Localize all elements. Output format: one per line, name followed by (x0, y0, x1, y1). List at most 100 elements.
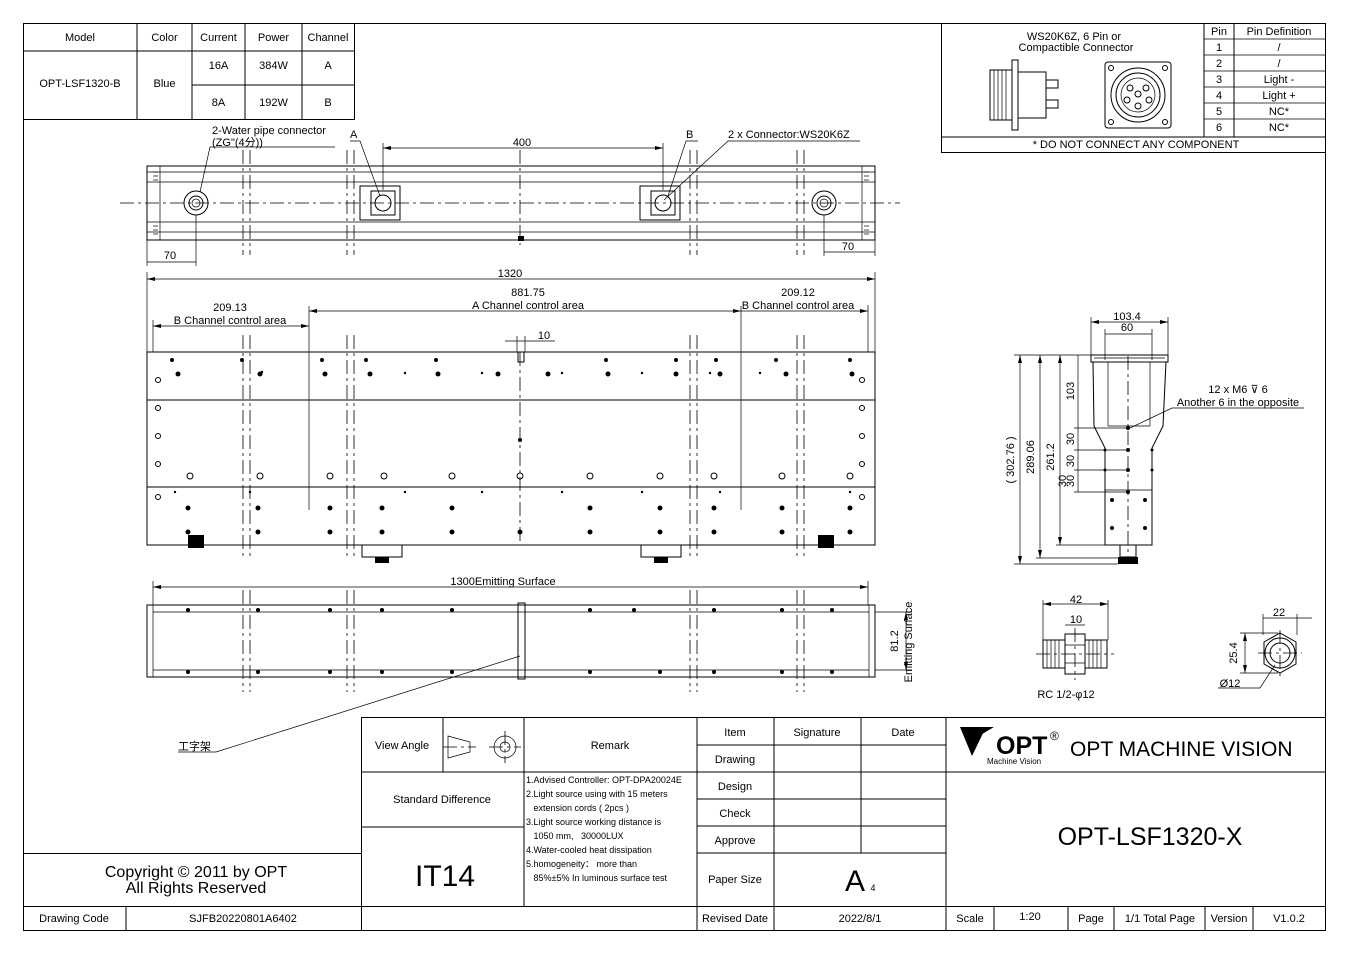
dim-10: 10 (538, 330, 550, 342)
dim-261-2: 261.2 (1045, 443, 1057, 471)
logo-sub: Machine Vision (987, 757, 1041, 766)
connector-b-icon (650, 190, 676, 216)
frame-label: 工字架 (178, 739, 211, 753)
section-label-a: A (350, 129, 358, 141)
spec-header-color: Color (151, 32, 178, 44)
remark-line-5: 1050 mm, 30000LUX (526, 831, 624, 841)
spec-current-2: 8A (212, 97, 226, 109)
dim-881-75: 881.75 (511, 287, 545, 299)
remark-line-3: extension cords ( 2pcs ) (526, 803, 629, 813)
dim-30a: 30 (1065, 433, 1077, 445)
drawing-border (23, 23, 1326, 931)
logo-reg: ® (1050, 729, 1059, 743)
dim-209-13: 209.13 (213, 302, 247, 314)
approve-label: Approve (715, 835, 756, 847)
pin-2: 2 (1216, 58, 1222, 70)
title-block: View Angle Remark Standard Difference IT… (23, 717, 1326, 931)
pin-6: 6 (1216, 122, 1222, 134)
view-angle-label: View Angle (375, 740, 429, 752)
pin-def-header: Pin Definition (1247, 26, 1312, 38)
pin-5-def: NC* (1269, 106, 1290, 118)
dim-289-06: 289.06 (1025, 440, 1037, 474)
dim-400: 400 (513, 137, 531, 149)
fitting-dim-25-4: 25.4 (1228, 642, 1240, 663)
dim-30d: 30 (1057, 475, 1069, 487)
pin-5: 5 (1216, 106, 1222, 118)
fitting-dim-d12: Ø12 (1220, 678, 1241, 690)
b-channel-area-right: B Channel control area (742, 300, 855, 312)
emitting-surface-label: Emitting Surface (903, 602, 915, 683)
version-label: Version (1211, 913, 1248, 925)
spec-header-channel: Channel (308, 32, 349, 44)
connector-side-icon (989, 59, 1059, 131)
pin-3-def: Light - (1264, 74, 1295, 86)
spec-header-power: Power (258, 32, 290, 44)
drawing-code-label: Drawing Code (39, 913, 109, 925)
remark-line-1: 1.Advised Controller: OPT-DPA20024E (526, 775, 682, 785)
pin-2-def: / (1277, 58, 1281, 70)
projection-symbol-icon (443, 731, 521, 763)
pin-header: Pin (1211, 26, 1227, 38)
connector-label: 2 x Connector:WS20K6Z (728, 129, 850, 141)
fitting-dim-10: 10 (1070, 614, 1082, 626)
dim-30c: 30 (1065, 475, 1077, 487)
revised-date-value: 2022/8/1 (839, 913, 882, 925)
paper-size-sub: 4 (870, 883, 875, 893)
connector-front-icon (1104, 61, 1172, 129)
dim-103: 103 (1065, 382, 1077, 400)
front-view: 1320 881.75 A Channel control area 209.1… (146, 268, 876, 563)
remark-line-4: 3.Light source working distance is (526, 817, 662, 827)
scale-value: 1:20 (1019, 911, 1040, 923)
pin-1-def: / (1277, 42, 1281, 54)
side-view: 103.4 60 ( 302.76 ) 289.06 (1005, 311, 1304, 565)
date-label: Date (891, 727, 914, 739)
fitting-label: RC 1/2-φ12 (1037, 689, 1094, 701)
spec-table: Model Color Current Power Channel OPT-LS… (23, 23, 355, 120)
top-view: 2-Water pipe connector (ZG"(4分)) A B 400… (120, 125, 900, 266)
spec-current-1: 16A (209, 60, 229, 72)
drawing-code-value: SJFB20220801A6402 (189, 913, 297, 925)
fitting-dim-22: 22 (1273, 607, 1285, 619)
m6-callout-1: 12 x M6 ⊽ 6 (1208, 384, 1267, 396)
version-value: V1.0.2 (1273, 913, 1305, 925)
signature-label: Signature (793, 727, 840, 739)
dim-81-2: 81.2 (889, 630, 901, 651)
pin-3: 3 (1216, 74, 1222, 86)
spec-channel-2: B (324, 97, 331, 109)
m6-callout-2: Another 6 in the opposite (1177, 397, 1299, 409)
tolerance-value: IT14 (415, 860, 475, 893)
drawing-title: OPT-LSF1320-X (1058, 823, 1243, 851)
drawing-label: Drawing (715, 754, 755, 766)
check-label: Check (719, 808, 751, 820)
water-pipe-label-1: 2-Water pipe connector (212, 125, 326, 137)
spec-power-2: 192W (259, 97, 288, 109)
connector-a-icon (370, 190, 396, 216)
company-name: OPT MACHINE VISION (1070, 738, 1292, 761)
copyright-line-1: Copyright © 2011 by OPT (105, 864, 287, 881)
remark-line-2: 2.Light source using with 15 meters (526, 789, 668, 799)
fitting-front: 22 25.4 Ø12 (1218, 607, 1312, 690)
item-label: Item (724, 727, 745, 739)
spec-model-value: OPT-LSF1320-B (39, 78, 120, 90)
pin-6-def: NC* (1269, 122, 1290, 134)
dim-209-12: 209.12 (781, 287, 815, 299)
fitting-side: 42 10 RC 1/2-φ12 (1036, 594, 1114, 701)
spec-channel-1: A (324, 60, 332, 72)
remark-label: Remark (591, 740, 630, 752)
design-label: Design (718, 781, 752, 793)
dim-103-4: 103.4 (1113, 311, 1141, 323)
dim-30b: 30 (1065, 455, 1077, 467)
emitting-surface-dim: 1300Emitting Surface (450, 576, 555, 588)
paper-size-label: Paper Size (708, 874, 762, 886)
bottom-view: 1300Emitting Surface 81.2 Emitting Surfa (146, 576, 915, 753)
water-pipe-label-2: (ZG"(4分)) (212, 136, 263, 149)
connector-box: WS20K6Z, 6 Pin or Compactible Connector … (941, 23, 1326, 153)
remark-line-6: 4.Water-cooled heat dissipation (526, 845, 652, 855)
pin-1: 1 (1216, 42, 1222, 54)
logo-text: OPT (996, 732, 1047, 760)
dim-60: 60 (1121, 322, 1133, 334)
dim-70-right: 70 (842, 241, 854, 253)
dim-302-76: ( 302.76 ) (1005, 436, 1017, 483)
a-channel-area: A Channel control area (472, 300, 585, 312)
